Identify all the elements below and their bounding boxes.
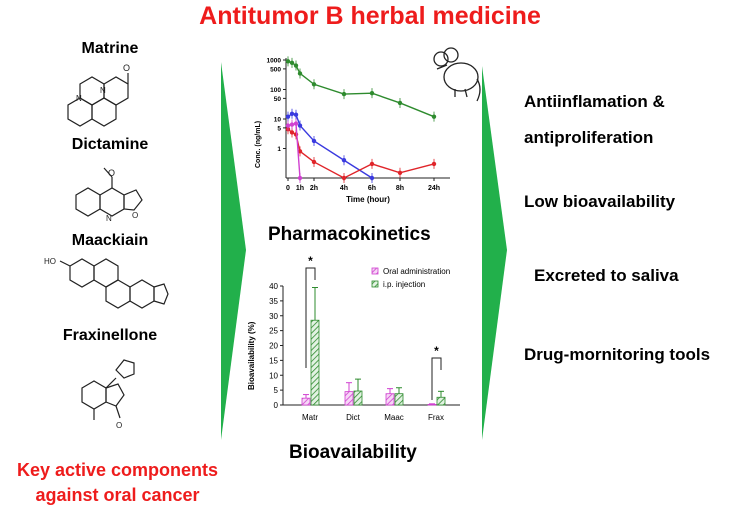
page-title: Antitumor B herbal medicine xyxy=(199,2,541,30)
pk-series-group xyxy=(285,56,437,183)
outcome-low-bioavailability: Low bioavailability xyxy=(524,192,676,211)
pk-x-tick-label: 24h xyxy=(428,185,440,192)
ba-legend: Oral administration i.p. injection xyxy=(371,267,450,289)
key-components-label-2: against oral cancer xyxy=(35,485,200,505)
pk-x-tick-label: 1h xyxy=(296,185,304,192)
maackiain-structure: HO xyxy=(44,257,169,309)
ba-y-tick-label: 15 xyxy=(269,356,278,365)
pk-xlabel: Time (hour) xyxy=(346,195,390,204)
pk-ylabel: Conc. (ng/mL) xyxy=(255,121,262,168)
ba-y-tick-label: 20 xyxy=(269,342,278,351)
pk-series-line-green xyxy=(287,60,435,118)
compound-name-matrine: Matrine xyxy=(81,40,139,57)
svg-text:N: N xyxy=(106,214,112,223)
ba-bar xyxy=(353,390,363,406)
dictamine-structure: O N O xyxy=(75,167,143,223)
ba-y-tick-label: 10 xyxy=(269,371,278,380)
ba-y-tick-label: 35 xyxy=(269,297,278,306)
ba-significance-star: * xyxy=(434,344,439,358)
ba-significance-bracket xyxy=(431,357,442,400)
ba-bar xyxy=(394,393,404,406)
pk-x-ticks: 0 1h 2h 4h 6h 8h 24h xyxy=(286,178,440,192)
ba-ylabel: Bioavailability (%) xyxy=(247,321,256,390)
outcome-excreted-saliva: Excreted to saliva xyxy=(534,266,679,285)
ba-bars-group: ** xyxy=(301,254,446,406)
ba-legend-swatch xyxy=(371,267,379,275)
left-arrow-icon xyxy=(221,62,246,440)
pk-x-tick-label: 4h xyxy=(340,185,348,192)
ba-x-tick-label: Dict xyxy=(346,413,361,422)
ba-x-tick-label: Maac xyxy=(384,413,404,422)
svg-text:O: O xyxy=(123,63,130,73)
outcome-antiinflammation: Antiinflamation & xyxy=(524,92,665,111)
matrine-structure: O N N xyxy=(67,63,130,127)
ba-y-tick-label: 5 xyxy=(274,386,279,395)
ba-bar xyxy=(385,393,395,406)
svg-text:N: N xyxy=(76,94,82,103)
key-components-label: Key active components xyxy=(16,460,219,480)
pk-x-tick-label: 2h xyxy=(310,185,318,192)
ba-significance-star: * xyxy=(308,254,313,268)
ba-y-tick-label: 0 xyxy=(274,401,279,410)
mouse-icon xyxy=(433,47,481,102)
pk-x-tick-label: 6h xyxy=(368,185,376,192)
ba-y-tick-label: 25 xyxy=(269,327,278,336)
ba-bar xyxy=(427,404,437,406)
ba-y-tick-label: 30 xyxy=(269,312,278,321)
ba-legend-label: i.p. injection xyxy=(383,280,425,289)
compound-name-dictamine: Dictamine xyxy=(71,136,149,153)
compound-name-fraxinellone: Fraxinellone xyxy=(62,327,158,344)
pk-x-tick-label: 8h xyxy=(396,185,404,192)
ba-y-ticks: 0 5 10 15 20 25 30 35 40 xyxy=(269,282,283,410)
outcome-drug-monitoring: Drug-mornitoring tools xyxy=(524,345,711,364)
fraxinellone-structure: O xyxy=(81,359,135,430)
svg-text:HO: HO xyxy=(44,257,56,266)
ba-x-tick-label: Matr xyxy=(302,413,318,422)
svg-text:O: O xyxy=(116,421,122,430)
ba-x-ticks: Matr Dict Maac Frax xyxy=(302,413,444,422)
right-arrow-icon xyxy=(482,66,507,440)
ba-y-tick-label: 40 xyxy=(269,282,278,291)
ba-x-tick-label: Frax xyxy=(428,413,444,422)
pk-y-tick-label: 10 xyxy=(274,117,282,124)
pk-y-tick-label: 5 xyxy=(277,125,281,132)
ba-bar xyxy=(301,397,311,406)
bioavailability-label: Bioavailability xyxy=(289,442,417,463)
ba-significance-bracket xyxy=(305,267,316,368)
ba-bar xyxy=(344,391,354,406)
pk-y-tick-label: 50 xyxy=(274,96,282,103)
pk-y-tick-label: 1 xyxy=(277,146,281,153)
pharmacokinetics-label: Pharmacokinetics xyxy=(268,224,431,245)
pk-y-tick-label: 500 xyxy=(270,66,281,73)
svg-text:N: N xyxy=(100,86,106,95)
pk-y-tick-label: 100 xyxy=(270,87,281,94)
pk-x-tick-label: 0 xyxy=(286,185,290,192)
ba-bar xyxy=(310,319,320,406)
svg-text:O: O xyxy=(132,211,138,220)
ba-legend-label: Oral administration xyxy=(383,267,450,276)
outcome-antiproliferation: antiproliferation xyxy=(524,128,654,147)
pk-y-tick-label: 1000 xyxy=(267,58,282,65)
compound-name-maackiain: Maackiain xyxy=(71,232,149,249)
svg-text:O: O xyxy=(108,168,115,178)
ba-legend-swatch xyxy=(371,280,379,288)
ba-bar xyxy=(436,396,446,406)
